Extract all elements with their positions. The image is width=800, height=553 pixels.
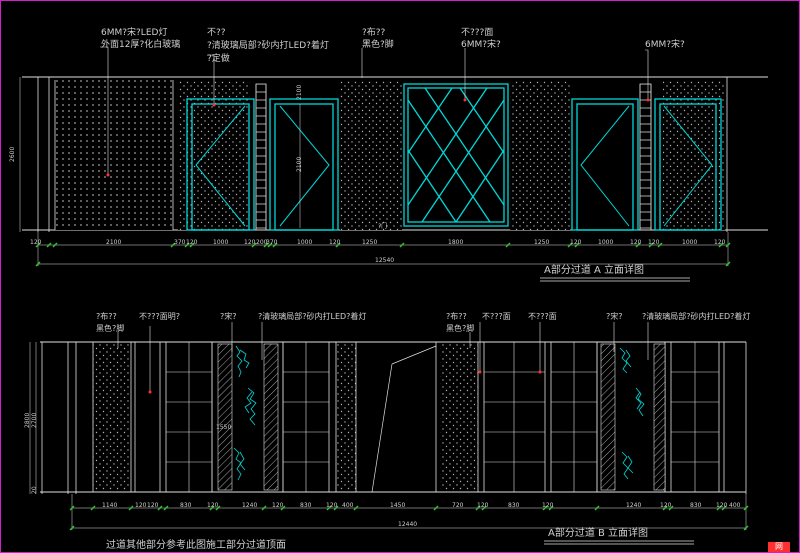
- label-led-light: 6MM?宋?LED灯: [101, 28, 168, 38]
- dim-a-0: 120: [30, 239, 42, 246]
- label-custom-made: ?定做: [207, 54, 230, 64]
- dim-a-9: 120: [329, 239, 341, 246]
- dim-a-11: 1800: [448, 239, 464, 246]
- dim-b-18: 120: [716, 502, 728, 509]
- dim-b-3: 830: [180, 502, 192, 509]
- dim-b-11: 720: [452, 502, 464, 509]
- caption-elevation-a: A部分过道 A 立面详图: [544, 265, 645, 276]
- label-b-steel-surface-2: 不???面: [482, 312, 511, 321]
- dim-a-17: 1000: [682, 239, 698, 246]
- dim-a-4: 1000: [213, 239, 229, 246]
- label-fabric: ?布??: [362, 28, 386, 38]
- elevation-a: [19, 46, 768, 267]
- dim-a-7: 370: [266, 239, 278, 246]
- label-b-fabric: ?布??: [96, 312, 117, 321]
- dim-b-10: 1450: [390, 502, 406, 509]
- label-b-clear-glass-led-2: ?清玻璃局部?砂内打LED?着灯: [642, 312, 751, 321]
- dim-a-18: 120: [714, 239, 726, 246]
- vdim-b-1: 2700: [31, 412, 38, 428]
- dim-b-16: 120: [660, 502, 672, 509]
- label-b-fabric-2: ?布??: [446, 312, 467, 321]
- dim-b-19: 400: [729, 502, 741, 509]
- mark-b-20: 20: [31, 486, 38, 494]
- label-b-black-skirting-2: 黑色?脚: [446, 324, 475, 333]
- label-white-glass: 外面12厚?化白玻璃: [101, 40, 181, 50]
- dim-a-total: 12540: [375, 257, 395, 264]
- label-6mm-mirror-right: 6MM?宋?: [645, 40, 685, 50]
- label-b-black-skirting: 黑色?脚: [96, 324, 125, 333]
- dim-a-5: 120: [244, 239, 256, 246]
- label-b-steel-surface: 不???面明?: [139, 312, 180, 321]
- label-steel-surface: 不???面: [461, 28, 494, 38]
- dim-b-4: 120: [207, 502, 219, 509]
- dim-b-13: 830: [508, 502, 520, 509]
- dim-b-17: 830: [690, 502, 702, 509]
- dim-a-15: 120: [630, 239, 642, 246]
- label-6mm-mirror: 6MM?宋?: [461, 40, 501, 50]
- dim-b-12: 120: [477, 502, 489, 509]
- dim-a-8: 1000: [297, 239, 313, 246]
- dim-a-10: 1250: [362, 239, 378, 246]
- label-black-skirting: 黑色?脚: [362, 40, 394, 50]
- mark-door: ?门: [378, 223, 388, 230]
- dim-b-total: 12440: [398, 521, 418, 528]
- dim-b-2: 120: [147, 502, 159, 509]
- dim-a-2: 370: [174, 239, 186, 246]
- dim-b-7: 830: [300, 502, 312, 509]
- dim-b-14: 120: [542, 502, 554, 509]
- label-b-wood: ?宋?: [220, 312, 237, 321]
- dim-b-6: 120: [272, 502, 284, 509]
- dim-a-6: 200: [256, 239, 268, 246]
- label-b-clear-glass-led: ?清玻璃局部?砂内打LED?着灯: [258, 312, 367, 321]
- label-b-steel-surface-3: 不???面: [528, 312, 557, 321]
- dim-a-1: 2100: [106, 239, 122, 246]
- dim-a-16: 120: [648, 239, 660, 246]
- dim-a-3: 120: [186, 239, 198, 246]
- dim-a-14: 1000: [598, 239, 614, 246]
- caption-elevation-b: A部分过道 B 立面详图: [548, 528, 649, 539]
- dim-b-8: 120: [326, 502, 338, 509]
- dim-b-1: 120: [135, 502, 147, 509]
- label-b-wood-2: ?宋?: [606, 312, 623, 321]
- vdim-a-0: 2600: [9, 146, 16, 162]
- vdim-b-0: 2800: [24, 412, 31, 428]
- dim-b-9: 400: [342, 502, 354, 509]
- dim-b-0: 1140: [102, 502, 118, 509]
- dim-a-13: 120: [570, 239, 582, 246]
- watermark-badge: 网: [768, 542, 790, 552]
- dim-b-15: 1240: [626, 502, 642, 509]
- vdim-a-1: 2100: [296, 84, 303, 100]
- footer-note: 过道其他部分参考此图施工部分过道顶面: [106, 540, 286, 551]
- elevation-b: [29, 322, 749, 531]
- dim-b-5: 1240: [242, 502, 258, 509]
- label-steel: 不??: [207, 28, 226, 38]
- vdim-a-2: 2100: [296, 156, 303, 172]
- dim-a-12: 1250: [534, 239, 550, 246]
- mark-b-1550: 1550: [216, 424, 232, 431]
- label-clear-glass-led: ?清玻璃局部?砂内打LED?着灯: [207, 41, 329, 51]
